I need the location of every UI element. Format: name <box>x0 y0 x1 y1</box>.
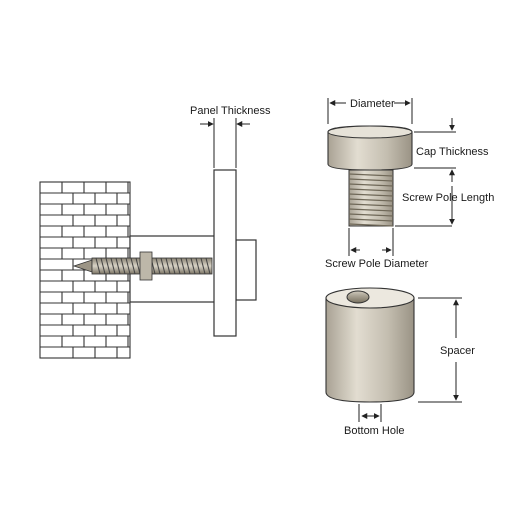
glass-panel <box>213 169 237 337</box>
cap-thickness-dimension <box>414 118 456 182</box>
spacer-top-hole <box>346 290 370 304</box>
pole-thread <box>348 218 394 222</box>
cap-screw <box>327 125 413 227</box>
screw-thread <box>165 257 171 275</box>
screw-pole-diameter-dimension <box>348 228 394 256</box>
cap-outside <box>235 239 257 301</box>
pole-thread <box>348 223 394 227</box>
diameter-dimension <box>327 98 413 124</box>
label-bottom-hole: Bottom Hole <box>344 425 405 437</box>
screw-thread <box>115 257 121 275</box>
pole-thread <box>348 188 394 192</box>
screw-thread <box>120 257 126 275</box>
screw-thread <box>190 257 196 275</box>
pole-thread <box>348 213 394 217</box>
pole-thread <box>348 193 394 197</box>
screw-thread <box>125 257 131 275</box>
label-spacer: Spacer <box>440 345 475 357</box>
label-screw-pole-diameter: Screw Pole Diameter <box>325 258 429 270</box>
screw-thread <box>205 257 211 275</box>
screw-thread <box>105 257 111 275</box>
label-cap-thickness: Cap Thickness <box>416 146 489 158</box>
bottom-hole-dimension <box>358 404 382 422</box>
mounted-standoff <box>72 169 257 337</box>
screw-thread <box>95 257 101 275</box>
screw-thread <box>160 257 166 275</box>
spacer-dimension <box>418 297 462 403</box>
screw-thread <box>130 257 136 275</box>
pole-thread <box>348 203 394 207</box>
pole-thread <box>348 178 394 182</box>
screw-thread <box>100 257 106 275</box>
screw-thread <box>135 257 141 275</box>
screw-thread <box>180 257 186 275</box>
screw-pole-length-dimension <box>395 186 455 227</box>
pole-thread <box>348 173 394 177</box>
label-diameter: Diameter <box>350 98 395 110</box>
screw-thread <box>185 257 191 275</box>
screw-thread <box>155 257 161 275</box>
screw-thread <box>175 257 181 275</box>
label-screw-pole-length: Screw Pole Length <box>402 192 494 204</box>
pole-thread <box>348 183 394 187</box>
panel-thickness-dimension <box>200 118 250 168</box>
screw-thread <box>200 257 206 275</box>
screw-thread <box>110 257 116 275</box>
screw-thread <box>195 257 201 275</box>
label-panel-thickness: Panel Thickness <box>190 105 271 117</box>
spacer-cylinder <box>325 287 415 403</box>
wall-screw <box>72 251 213 281</box>
pole-thread <box>348 198 394 202</box>
screw-thread <box>170 257 176 275</box>
pole-thread <box>348 208 394 212</box>
